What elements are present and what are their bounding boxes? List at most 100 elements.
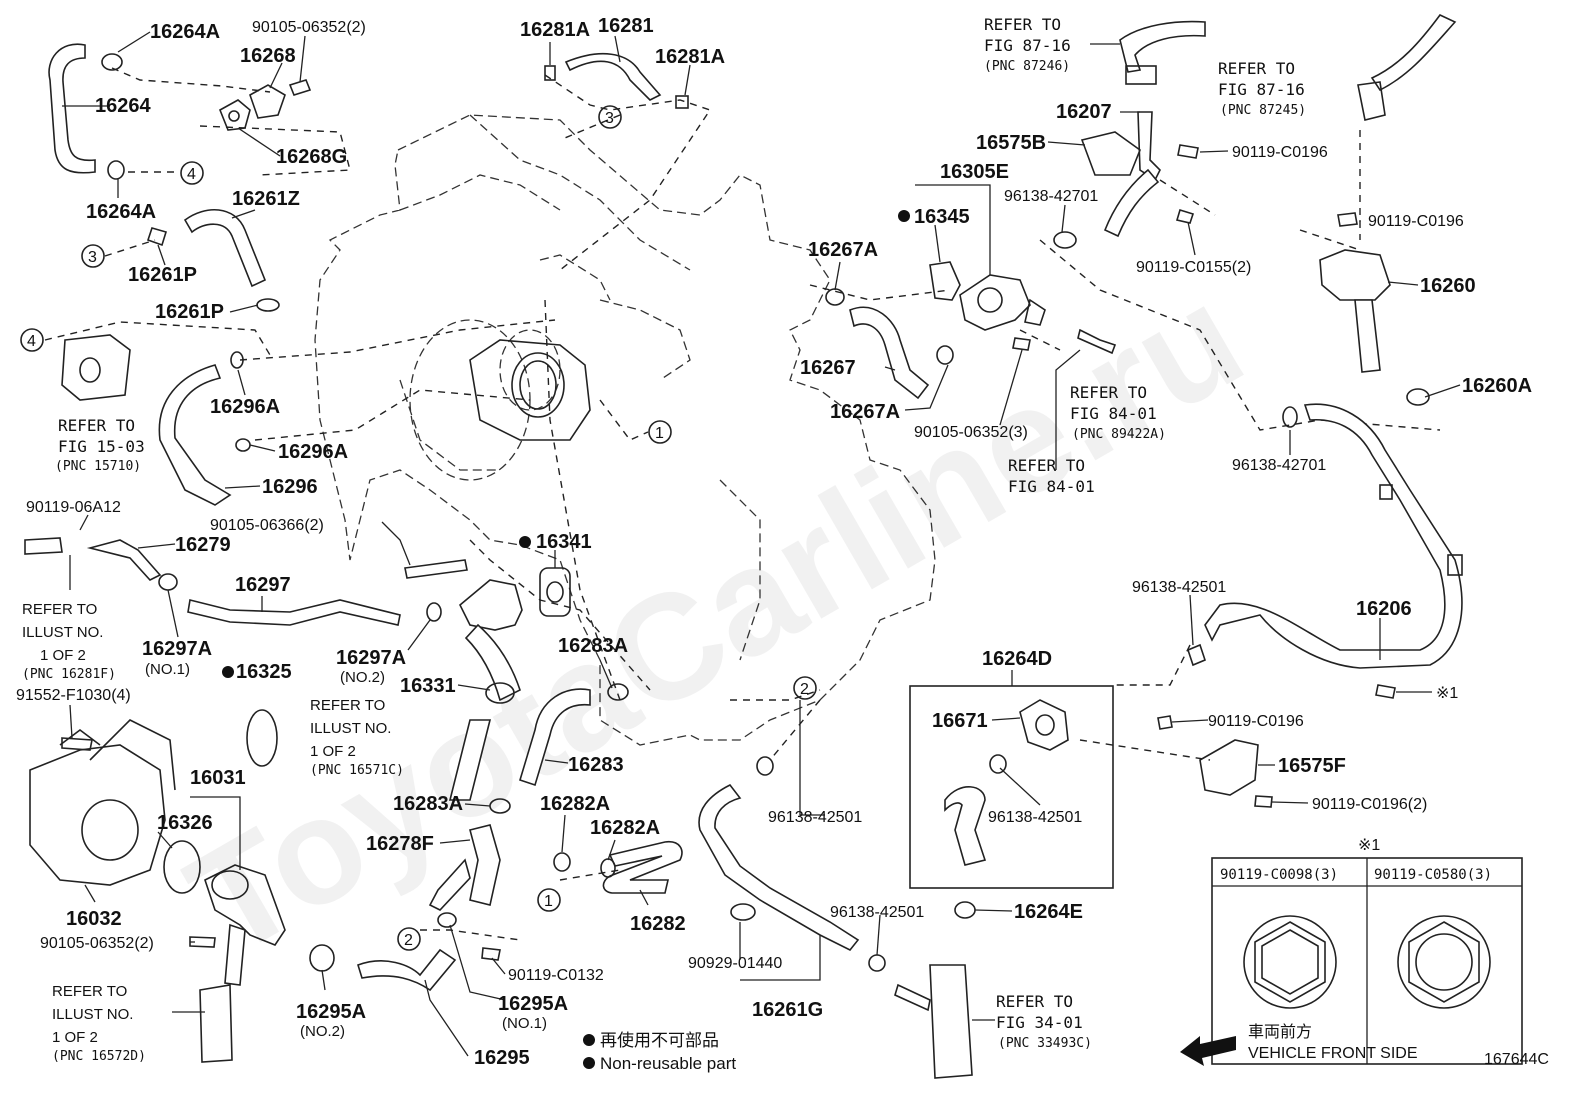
- label-16032: 16032: [66, 908, 122, 930]
- hose-16283-b: [448, 719, 492, 801]
- circle-2a: 2: [800, 681, 809, 698]
- clamp-16282A: [553, 852, 616, 878]
- refer-87245-l3: (PNC 87245): [1220, 103, 1306, 118]
- flange-16268: [249, 84, 286, 119]
- label-16297A-2-sub: (NO.2): [340, 669, 385, 686]
- label-16297A-1-sub: (NO.1): [145, 661, 190, 678]
- bracket-16575F: [1199, 739, 1259, 796]
- bolt-90105-06352-b: [189, 936, 216, 948]
- label-90119-C0196-c: 90119-C0196: [1208, 713, 1304, 730]
- bolt-90105-06352: [288, 79, 312, 96]
- gasket-16268G: [218, 99, 251, 131]
- water-outlet-16305E: [959, 274, 1046, 331]
- label-16282A-a: 16282A: [540, 793, 610, 815]
- label-mark1: ※1: [1436, 685, 1458, 702]
- circle-4b: 4: [27, 333, 36, 350]
- pipe-16279: [24, 537, 162, 581]
- bracket-16575B: [1080, 131, 1141, 176]
- label-16264D: 16264D: [982, 648, 1052, 670]
- label-16261P-a: 16261P: [128, 264, 197, 286]
- label-16325: 16325: [236, 661, 292, 683]
- refer-16571C-l1: REFER TO: [310, 697, 385, 714]
- refer-blocks: REFER TO FIG 15-03 (PNC 15710) REFER TO …: [22, 15, 1306, 1064]
- clamp-96138-42701-b: [1282, 406, 1298, 428]
- refer-fig15-l2: FIG 15-03: [58, 437, 145, 456]
- label-16260: 16260: [1420, 275, 1476, 297]
- vehicle-front: 車両前方 VEHICLE FRONT SIDE: [1180, 1023, 1418, 1066]
- label-16267A-a: 16267A: [808, 239, 878, 261]
- label-90119-C0196-b: 90119-C0196: [1368, 213, 1464, 230]
- oil-cooler-fig34: [894, 964, 973, 1079]
- label-16283A-b: 16283A: [393, 793, 463, 815]
- label-16261P-b: 16261P: [155, 301, 224, 323]
- legend: 再使用不可部品 Non-reusable part: [583, 1030, 736, 1073]
- label-90119-06A12: 90119-06A12: [26, 499, 121, 516]
- label-16575F: 16575F: [1278, 755, 1346, 777]
- oil-cooler: [61, 334, 131, 401]
- label-90119-C0155-2: 90119-C0155(2): [1136, 259, 1251, 276]
- label-90119-C0196-2: 90119-C0196(2): [1312, 796, 1427, 813]
- refer-fig84b-l2: FIG 84-01: [1008, 477, 1095, 496]
- bolts-90119-C0196-a: [1175, 144, 1199, 224]
- clamp-96138-42501-d: [868, 954, 886, 972]
- refer-fig84b-l1: REFER TO: [1008, 456, 1085, 475]
- label-16267A-b: 16267A: [830, 401, 900, 423]
- label-96138-42701-b: 96138-42701: [1232, 457, 1326, 474]
- hose-16295: [357, 948, 457, 992]
- clamp-90929-01440: [730, 903, 756, 921]
- bolt-table-header: ※1: [1358, 837, 1380, 854]
- gasket-16345: [929, 261, 961, 301]
- label-96138-42501-d: 96138-42501: [830, 904, 924, 921]
- hose-16264: [48, 43, 96, 174]
- label-16296: 16296: [262, 476, 318, 498]
- label-16264: 16264: [95, 95, 151, 117]
- label-96138-42701-a: 96138-42701: [1004, 188, 1098, 205]
- refer-87245-l2: FIG 87-16: [1218, 80, 1305, 99]
- legend-en: Non-reusable part: [600, 1054, 736, 1073]
- label-90105-06352-3: 90105-06352(3): [914, 424, 1028, 441]
- refer-89422A-l3: (PNC 89422A): [1072, 427, 1166, 442]
- bolt-90119-C0196-b: [1337, 212, 1358, 227]
- hose-16261G: [698, 783, 860, 952]
- circle-3b: 3: [605, 110, 614, 127]
- refer-16571C-l2: ILLUST NO.: [310, 720, 391, 737]
- label-16278F: 16278F: [366, 833, 434, 855]
- bolt-96138-42501-a: [1187, 643, 1206, 667]
- bolts-90119-C0196-c: [1157, 715, 1273, 808]
- hose-16283: [519, 688, 591, 787]
- label-16268G: 16268G: [276, 146, 347, 168]
- refer-fig15-l1: REFER TO: [58, 416, 135, 435]
- hose-refer-87246: [1119, 20, 1206, 85]
- hose-16264D: [944, 786, 987, 866]
- water-pump-16032: [29, 719, 176, 886]
- refer-87246-l2: FIG 87-16: [984, 36, 1071, 55]
- hose-16297: [187, 599, 401, 626]
- label-16264A: 16264A: [150, 21, 220, 43]
- label-16268: 16268: [240, 45, 296, 67]
- label-16575B: 16575B: [976, 132, 1046, 154]
- clamp-96138-42501-c: [756, 756, 774, 776]
- refer-89422A-l2: FIG 84-01: [1070, 404, 1157, 423]
- bolt-table: ※1 90119-C0098(3) 90119-C0580(3): [1211, 837, 1523, 1065]
- label-90929-01440: 90929-01440: [688, 955, 782, 972]
- label-90105-06366-2: 90105-06366(2): [210, 517, 324, 534]
- gasket-16325: [246, 709, 278, 767]
- label-16261G: 16261G: [752, 999, 823, 1021]
- bolt-90119-C0132: [481, 947, 501, 961]
- label-16283A-a: 16283A: [558, 635, 628, 657]
- refer-16281F-l4: (PNC 16281F): [22, 667, 116, 682]
- watermark: ToyotaCarline.ru: [162, 252, 1269, 988]
- label-16296A-b: 16296A: [278, 441, 348, 463]
- label-96138-42501-b: 96138-42501: [988, 809, 1082, 826]
- clamp-16264A-top: [101, 53, 123, 71]
- legend-jp: 再使用不可部品: [600, 1030, 719, 1050]
- label-16261Z: 16261Z: [232, 188, 300, 210]
- hose-16267: [849, 306, 930, 400]
- valve-16260: [1319, 249, 1391, 373]
- label-16264A-bot: 16264A: [86, 201, 156, 223]
- bracket-16278F: [428, 824, 501, 911]
- hex-bolt-c0580-icon: [1397, 915, 1491, 1009]
- label-16297A-2: 16297A: [336, 647, 406, 669]
- refer-fig15-l3: (PNC 15710): [55, 459, 141, 474]
